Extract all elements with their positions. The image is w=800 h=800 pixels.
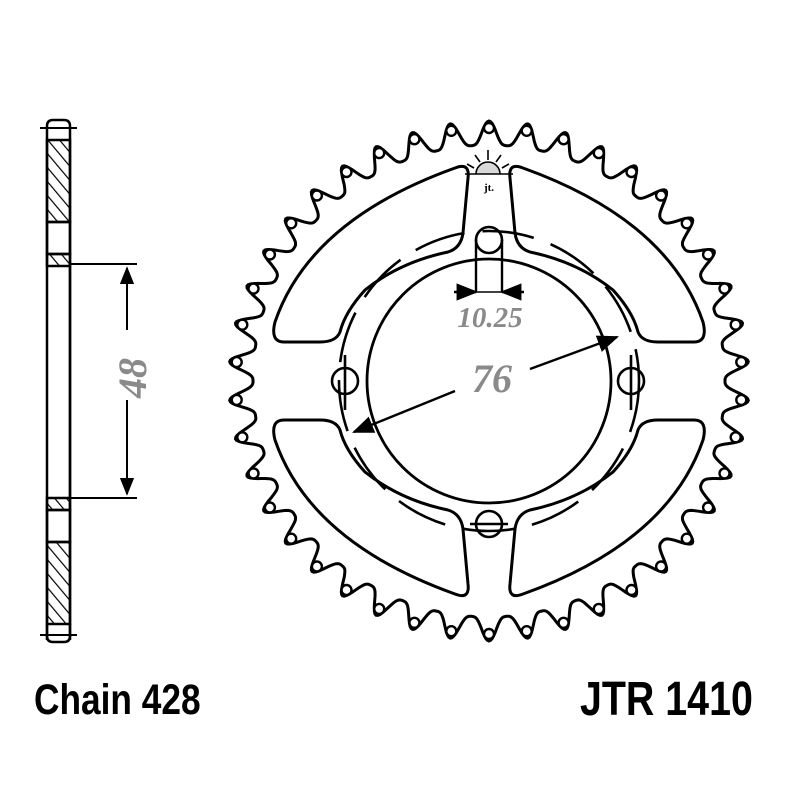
tooth-tip-mark	[557, 132, 570, 146]
jt-sun-logo-icon	[465, 150, 513, 175]
tooth-tip-mark	[592, 602, 605, 616]
tooth-tip-mark	[263, 248, 277, 261]
tooth-tip-mark	[482, 627, 496, 641]
part-number-label: JTR 1410	[580, 673, 753, 726]
tooth-tip-mark	[408, 132, 421, 146]
dim-10-25	[454, 240, 524, 301]
tooth-tip-mark	[718, 467, 731, 480]
tooth-tip-mark	[735, 355, 748, 369]
jt-logo-text: jt.	[483, 182, 494, 194]
window-top-right	[508, 164, 706, 344]
tooth-tip-mark	[285, 217, 298, 230]
bolt-holes	[330, 225, 646, 539]
tooth-tip-mark	[482, 121, 496, 135]
tooth-tip-mark	[340, 583, 353, 597]
tooth-tip-mark	[592, 146, 605, 160]
tooth-tip-mark	[718, 282, 731, 295]
side-bottom-cap	[45, 624, 72, 644]
dim-76-text: 76	[472, 356, 512, 401]
tooth-tip-mark	[654, 189, 668, 202]
tooth-tip-mark	[310, 189, 324, 202]
tooth-tip-mark	[310, 560, 324, 573]
tooth-tip-mark	[654, 560, 668, 573]
tooth-tip-mark	[520, 625, 533, 638]
tooth-tip-mark	[520, 124, 533, 138]
sprocket-front-view	[228, 119, 750, 643]
tooth-tip-mark	[701, 248, 715, 261]
tooth-tip-mark	[735, 393, 748, 407]
tooth-tip-mark	[701, 501, 715, 514]
chain-size-label: Chain 428	[34, 676, 201, 724]
tooth-tip-mark	[373, 146, 386, 160]
tooth-tip-mark	[247, 282, 260, 295]
window-bottom-right	[508, 418, 706, 598]
bolt-pitch-circle	[337, 229, 641, 533]
side-bottom-hatch	[45, 540, 72, 626]
tooth-tip-mark	[285, 532, 298, 545]
tooth-tip-mark	[445, 124, 458, 138]
tooth-tip-mark	[729, 318, 742, 331]
window-bottom-left	[272, 418, 470, 598]
tooth-tip-mark	[680, 532, 693, 545]
side-upper-hub-hatch	[45, 252, 72, 268]
tooth-tip-mark	[625, 583, 638, 597]
tooth-tip-mark	[230, 393, 243, 407]
dim-76	[351, 335, 620, 434]
tooth-tip-mark	[340, 165, 353, 179]
tooth-tip-mark	[236, 318, 249, 331]
tooth-tip-mark	[445, 625, 458, 638]
tooth-tip-mark	[557, 616, 570, 629]
side-view	[40, 118, 137, 644]
tooth-tip-mark	[236, 431, 249, 444]
tooth-tip-mark	[680, 217, 693, 230]
window-top-left	[272, 164, 470, 344]
tooth-tip-mark	[247, 467, 260, 480]
dim-48-text: 48	[110, 358, 155, 399]
dim-10-25-text: 10.25	[457, 302, 522, 334]
side-top-hatch	[45, 138, 72, 224]
tooth-tip-mark	[408, 616, 421, 629]
tooth-tip-mark	[729, 431, 742, 444]
side-lower-hub-hatch	[45, 496, 72, 512]
sprocket-teeth-outline	[228, 119, 750, 643]
tooth-tip-mark	[373, 602, 386, 616]
tooth-tip-mark	[230, 355, 243, 369]
side-top-cap	[45, 118, 72, 140]
tooth-tip-mark	[625, 165, 638, 179]
tooth-tip-marks	[230, 121, 748, 641]
tooth-tip-mark	[263, 501, 277, 514]
center-bore	[365, 257, 613, 505]
